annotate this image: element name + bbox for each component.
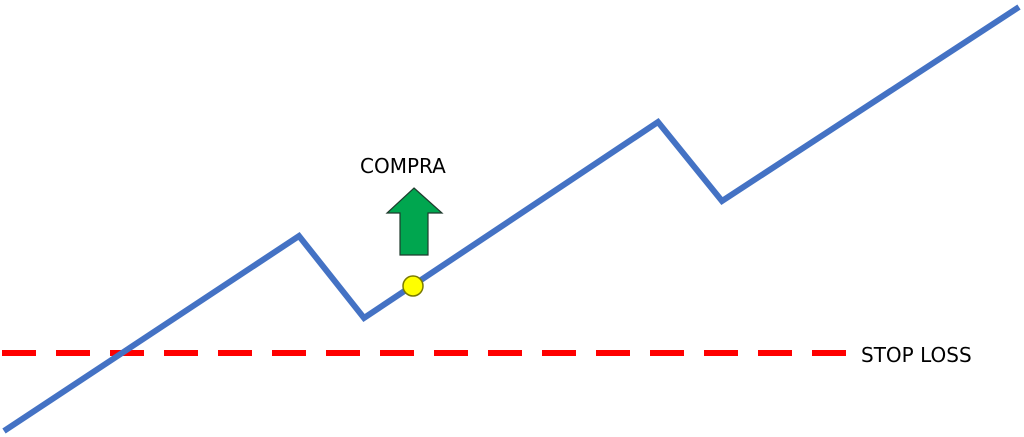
stop-loss-label: STOP LOSS xyxy=(861,343,972,367)
buy-label: COMPRA xyxy=(360,154,446,178)
price-line xyxy=(2,4,1021,434)
buy-arrow-icon xyxy=(385,187,444,256)
entry-point-marker xyxy=(402,275,424,297)
